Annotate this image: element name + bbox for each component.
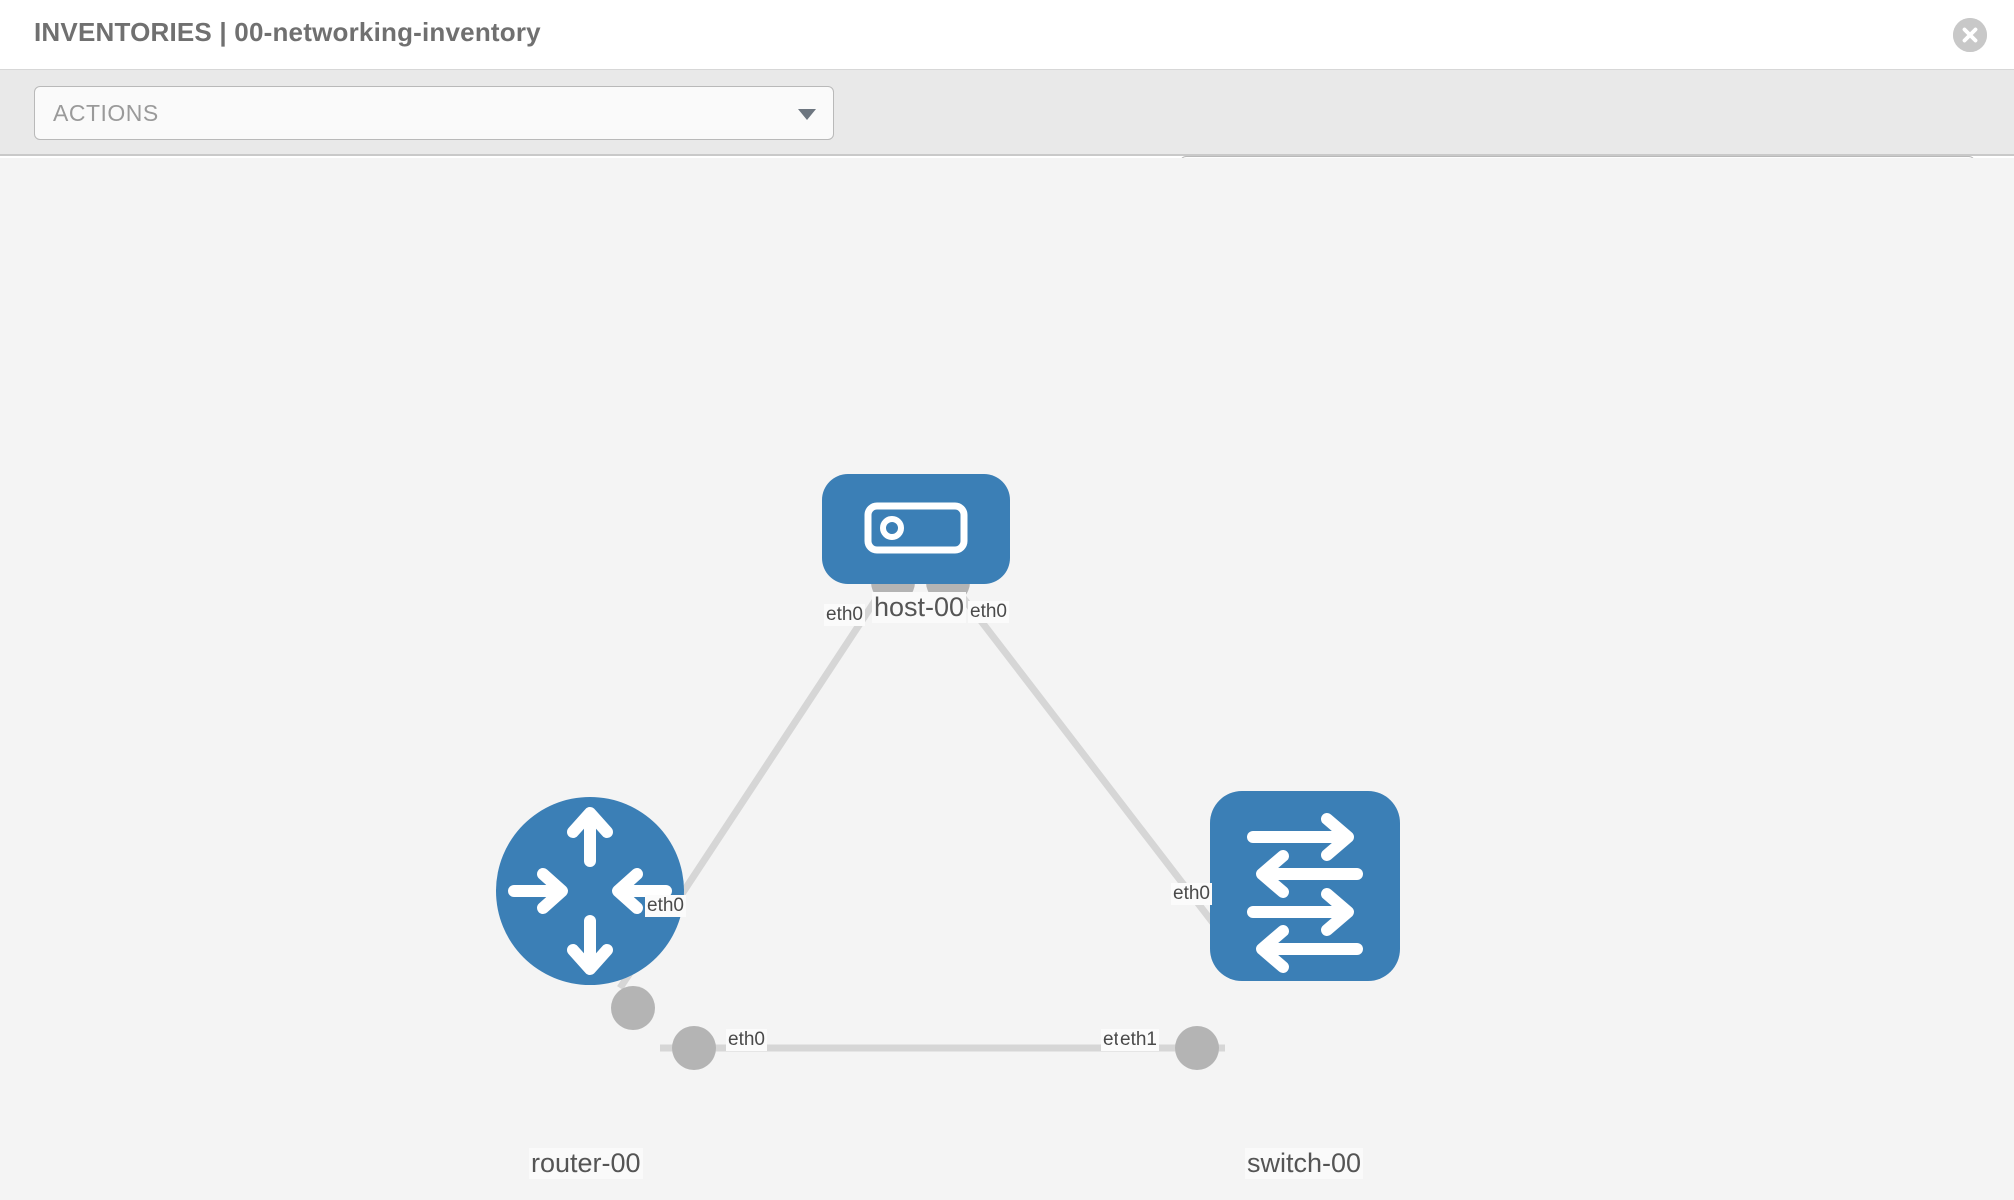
server-icon — [864, 502, 968, 554]
topology-connectors — [611, 560, 1257, 1070]
toolbar: ACTIONS SEARCH — [0, 70, 2014, 210]
topology-graph — [496, 474, 1400, 1070]
page-header: INVENTORIES | 00-networking-inventory — [0, 0, 2014, 70]
topology-canvas[interactable]: eth0 eth0 eth0 eth0 eth0 eth0 eth1 host-… — [0, 158, 2014, 1200]
connector-router-right — [672, 1026, 716, 1070]
node-router-00 — [496, 797, 684, 985]
chevron-down-icon — [798, 109, 816, 120]
iface-label-host-left: eth0 — [824, 604, 865, 626]
page-title: INVENTORIES | 00-networking-inventory — [34, 17, 541, 47]
iface-label-router-up: eth0 — [645, 895, 686, 917]
node-label-router-00: router-00 — [529, 1148, 643, 1179]
close-icon[interactable] — [1953, 18, 1987, 52]
node-host-00 — [822, 474, 1010, 584]
connector-router-up — [611, 986, 655, 1030]
actions-dropdown[interactable]: ACTIONS — [34, 86, 834, 140]
actions-dropdown-label: ACTIONS — [53, 100, 159, 126]
connector-switch-left — [1175, 1026, 1219, 1070]
node-label-host-00: host-00 — [872, 592, 967, 623]
iface-label-switch-left-eth1: eth1 — [1118, 1029, 1159, 1051]
iface-label-switch-up: eth0 — [1171, 883, 1212, 905]
switch-icon — [1247, 813, 1363, 973]
iface-label-router-right: eth0 — [726, 1029, 767, 1051]
node-label-switch-00: switch-00 — [1245, 1148, 1364, 1179]
node-switch-00 — [1210, 791, 1400, 981]
iface-label-host-right: eth0 — [968, 601, 1009, 623]
topology-links — [617, 575, 1243, 1052]
router-icon — [508, 807, 672, 975]
